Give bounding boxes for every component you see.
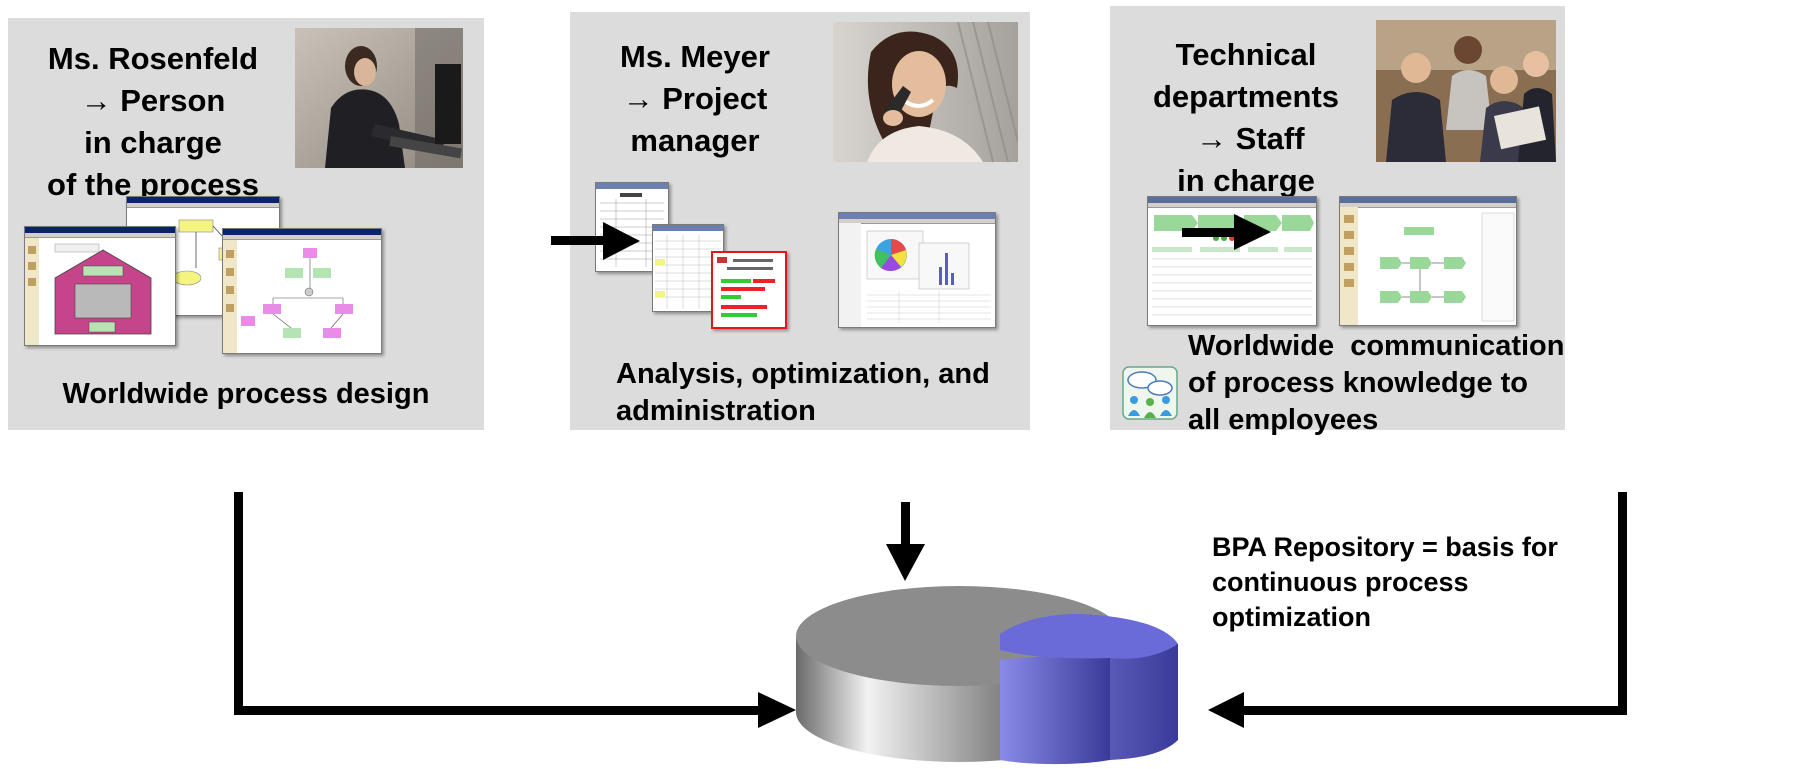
arrow-panel2-to-repository [886, 502, 925, 581]
panel-2-caption-line: administration [616, 395, 816, 427]
panel-3-title-line: departments [1152, 79, 1340, 114]
panel-2-caption-line: Analysis, optimization, and [616, 358, 990, 390]
panel-3-caption-line: of process knowledge to [1188, 367, 1528, 399]
panel-3-title-line: Technical [1175, 37, 1317, 72]
panel-communication: Technical departments → Staff in charge [1110, 6, 1565, 436]
panel-3-caption: Worldwide communication of process knowl… [1188, 328, 1565, 439]
panel-1-caption: Worldwide process design [8, 376, 484, 413]
panel-1-title-line: → Person [80, 83, 226, 118]
panel-1-title-line: in charge [84, 125, 222, 160]
panel-3-title-line: → Staff [1187, 121, 1305, 156]
panel-2-title: Ms. Meyer → Project manager [610, 36, 780, 162]
panel-2-title-line: manager [630, 123, 760, 158]
arrow-panel1-to-repository [234, 492, 796, 728]
database-cylinder-icon [796, 586, 1178, 765]
repository-note-line: BPA Repository = basis for [1212, 532, 1558, 562]
woman-on-phone-photo [833, 22, 1018, 162]
repository-note: BPA Repository = basis for continuous pr… [1212, 530, 1642, 635]
repository-note-line: continuous process [1212, 567, 1469, 597]
panel-analysis: Ms. Meyer → Project manager [570, 12, 1030, 430]
report-screenshot-highlighted [711, 251, 787, 329]
panel-2-caption: Analysis, optimization, and administrati… [616, 356, 1026, 430]
panel-process-design: Ms. Rosenfeld → Person in charge of the … [8, 18, 484, 430]
team-meeting-photo [1376, 20, 1556, 162]
repository-note-line: optimization [1212, 602, 1371, 632]
portal-screenshot-model [1339, 196, 1517, 326]
panel-3-title-line: in charge [1177, 163, 1315, 198]
panel-3-caption-line: Worldwide communication [1188, 330, 1565, 362]
panel-1-title-line: Ms. Rosenfeld [47, 41, 259, 76]
chart-screenshot [838, 212, 996, 328]
portal-screenshot-table [1147, 196, 1317, 326]
panel-2-title-line: → Project [622, 81, 768, 116]
panel-2-title-line: Ms. Meyer [620, 39, 770, 74]
person-at-laptop-photo [295, 28, 463, 168]
panel-3-title: Technical departments → Staff in charge [1126, 34, 1366, 202]
process-model-screenshot-house [24, 226, 176, 346]
panel-1-caption-line: Worldwide process design [62, 378, 430, 410]
panel-3-caption-line: all employees [1188, 404, 1379, 436]
panel-1-title: Ms. Rosenfeld → Person in charge of the … [10, 38, 296, 206]
collaboration-icon [1122, 366, 1178, 420]
process-model-screenshot-epc [222, 228, 382, 354]
